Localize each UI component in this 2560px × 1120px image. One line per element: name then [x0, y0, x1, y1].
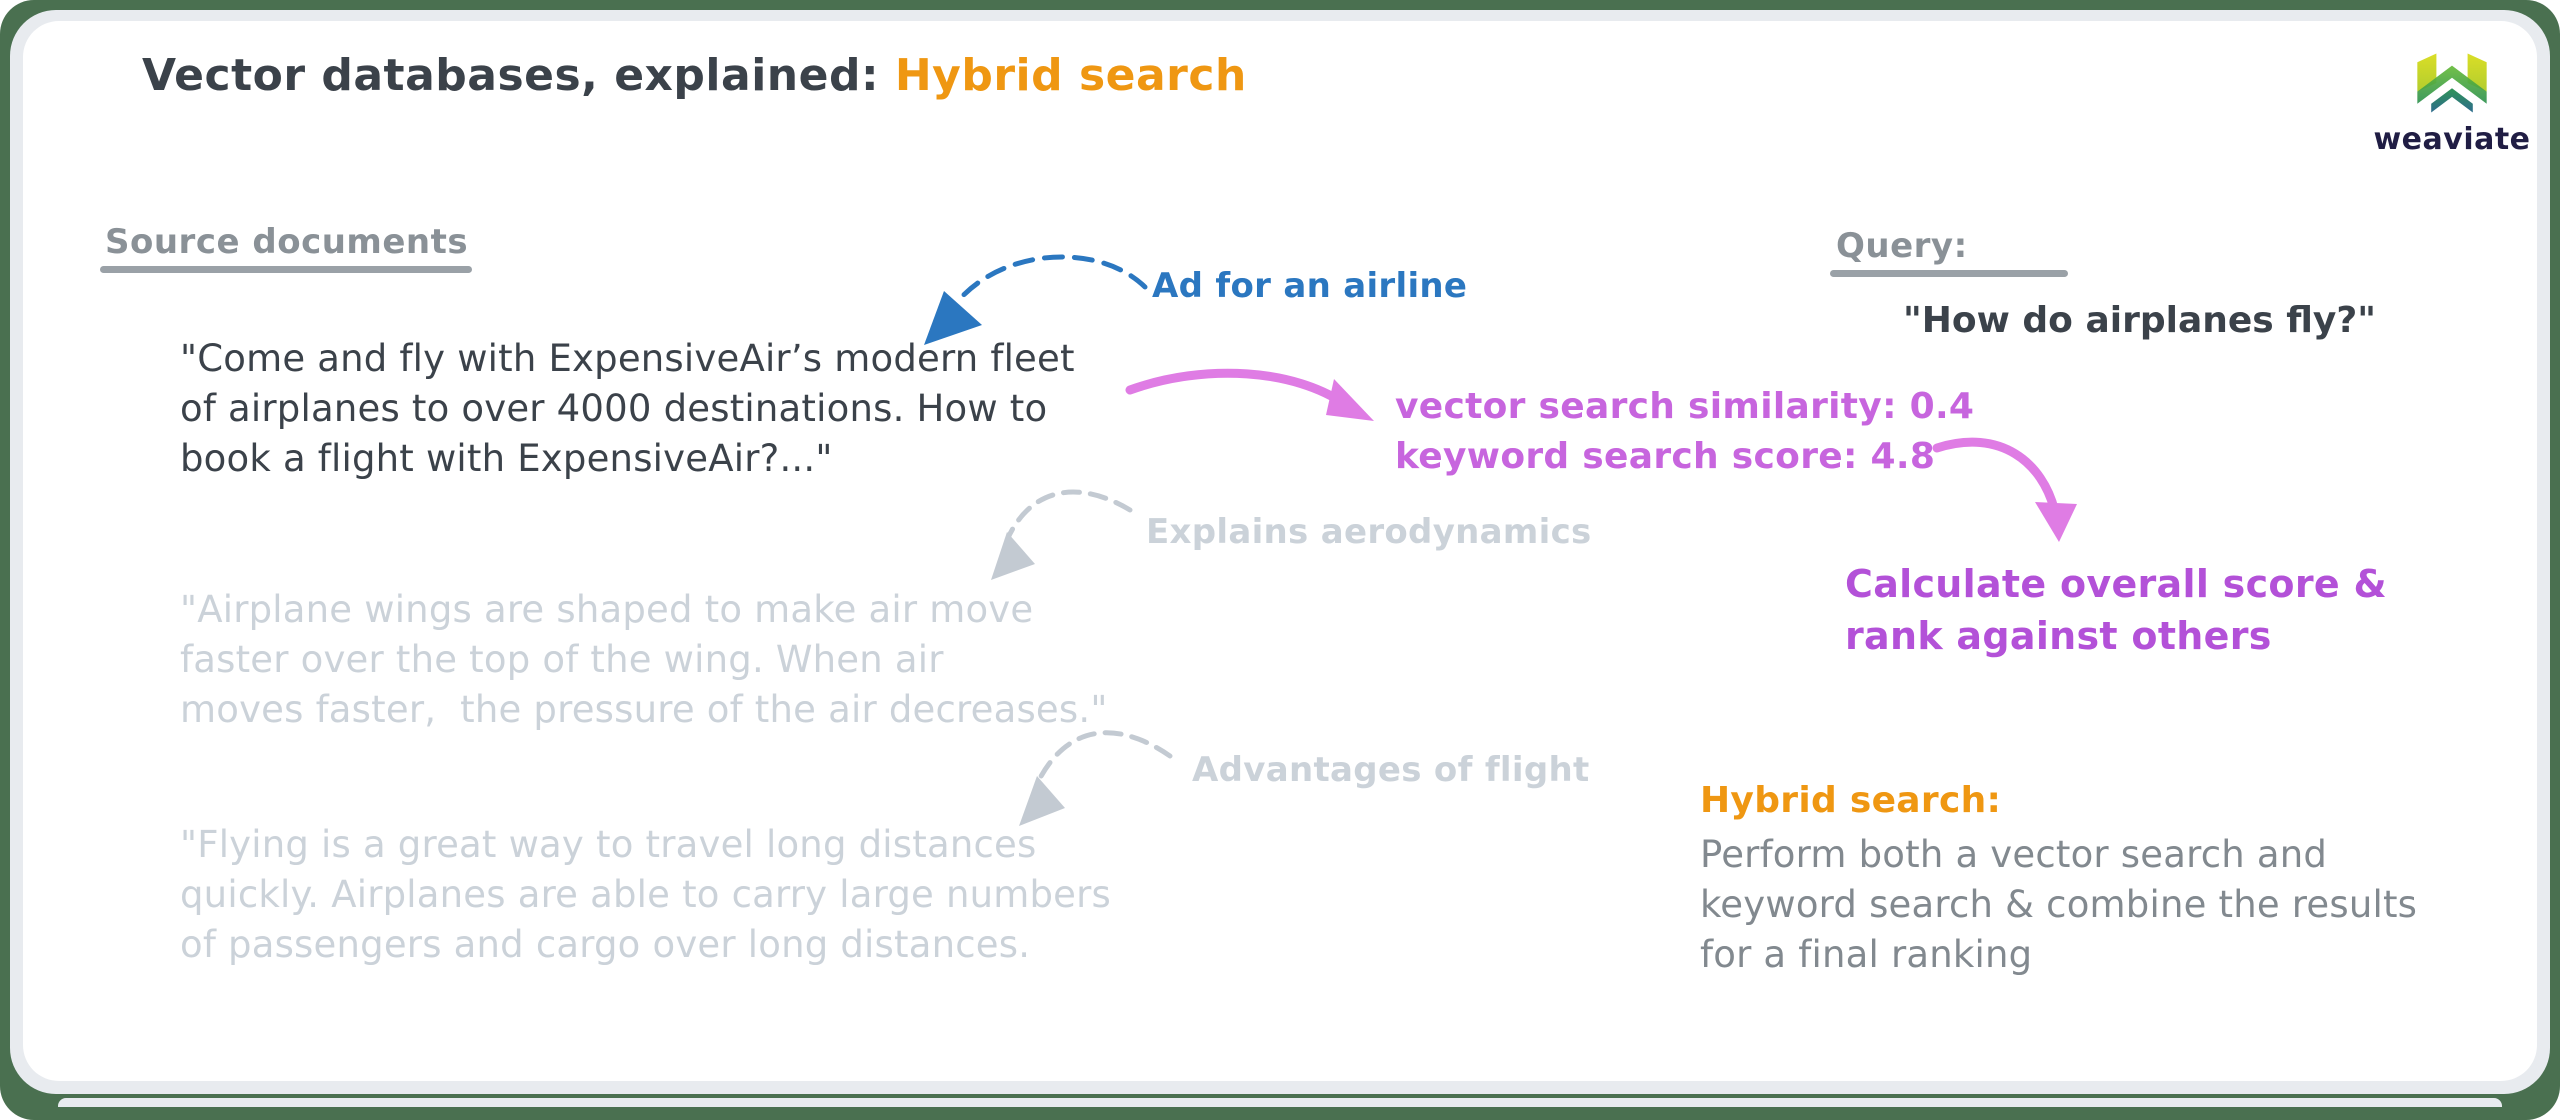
annotation-ad-for-airline: Ad for an airline — [1152, 266, 1468, 306]
hybrid-definition-line: keyword search & combine the results — [1700, 883, 2418, 926]
page-title: Vector databases, explained: Hybrid sear… — [142, 50, 1247, 101]
score-results: vector search similarity: 0.4 keyword se… — [1395, 382, 1974, 482]
document-line: "Airplane wings are shaped to make air m… — [180, 588, 1034, 631]
document-line: of airplanes to over 4000 destinations. … — [180, 387, 1048, 430]
hybrid-search-definition: Perform both a vector search and keyword… — [1700, 830, 2417, 980]
source-documents-heading: Source documents — [105, 222, 469, 262]
source-documents-underline — [100, 266, 472, 273]
slide-card — [23, 21, 2537, 1081]
document-line: quickly. Airplanes are able to carry lar… — [180, 873, 1112, 916]
source-document-aerodynamics: "Airplane wings are shaped to make air m… — [180, 585, 1108, 735]
query-text: "How do airplanes fly?" — [1903, 300, 2377, 341]
page-title-highlight: Hybrid search — [894, 50, 1247, 101]
arrow-annotation-to-doc3 — [1019, 730, 1173, 826]
calculate-note-line: Calculate overall score & — [1845, 562, 2387, 606]
query-heading: Query: — [1836, 226, 1968, 266]
document-line: "Come and fly with ExpensiveAir’s modern… — [180, 337, 1075, 380]
vector-similarity-score: vector search similarity: 0.4 — [1395, 386, 1975, 427]
next-slide-edge — [58, 1098, 2502, 1107]
query-underline — [1830, 270, 2068, 277]
hybrid-definition-line: Perform both a vector search and — [1700, 833, 2328, 876]
arrow-doc1-to-scores — [1125, 368, 1374, 421]
annotation-explains-aerodynamics: Explains aerodynamics — [1146, 512, 1592, 552]
calculate-note-line: rank against others — [1845, 614, 2272, 658]
keyword-search-score: keyword search score: 4.8 — [1395, 436, 1936, 477]
brand-logo: weaviate — [2368, 48, 2536, 157]
hybrid-definition-line: for a final ranking — [1700, 933, 2033, 976]
annotation-advantages-of-flight: Advantages of flight — [1192, 750, 1590, 790]
arrow-annotation-to-doc2 — [991, 489, 1133, 580]
arrow-annotation-to-doc1 — [924, 254, 1148, 345]
document-line: moves faster, the pressure of the air de… — [180, 688, 1108, 731]
source-document-airline-ad: "Come and fly with ExpensiveAir’s modern… — [180, 334, 1075, 484]
brand-wordmark: weaviate — [2373, 122, 2531, 157]
page-title-prefix: Vector databases, explained: — [142, 50, 895, 101]
source-document-flight-advantages: "Flying is a great way to travel long di… — [180, 820, 1111, 970]
document-line: faster over the top of the wing. When ai… — [180, 638, 944, 681]
document-line: book a flight with ExpensiveAir?..." — [180, 437, 833, 480]
calculate-score-note: Calculate overall score & rank against o… — [1845, 558, 2387, 662]
arrow-scores-to-calculate — [1932, 437, 2077, 542]
document-line: "Flying is a great way to travel long di… — [180, 823, 1037, 866]
hybrid-search-heading: Hybrid search: — [1700, 780, 2002, 821]
weaviate-logo-icon — [2400, 53, 2504, 122]
document-line: of passengers and cargo over long distan… — [180, 923, 1031, 966]
